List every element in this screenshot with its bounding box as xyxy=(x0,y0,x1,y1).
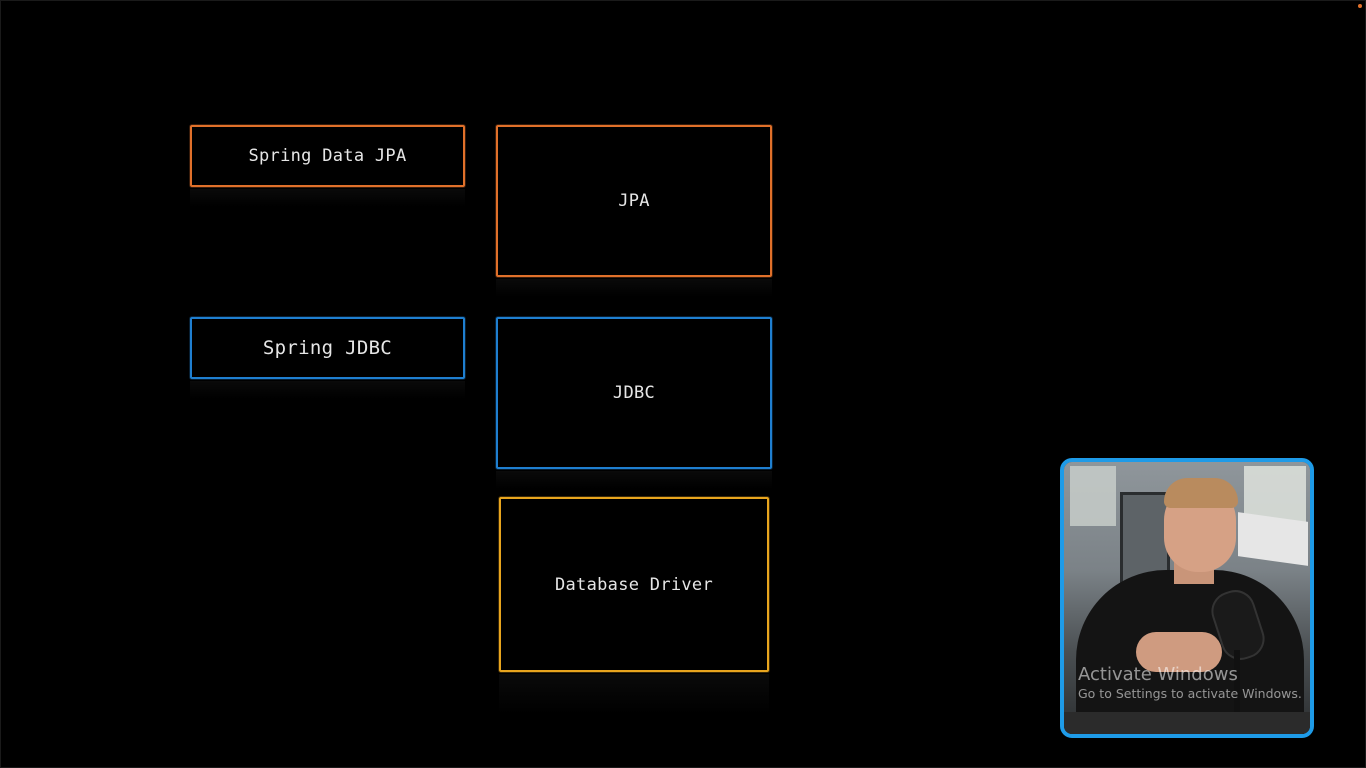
box-reflection xyxy=(190,189,465,207)
webcam-window xyxy=(1070,466,1116,526)
webcam-desk xyxy=(1064,712,1310,734)
watermark-subtitle: Go to Settings to activate Windows. xyxy=(1078,686,1302,701)
webcam-overlay: Activate Windows Go to Settings to activ… xyxy=(1060,458,1314,738)
box-label-jpa: JPA xyxy=(618,191,650,211)
box-label-spring-data-jpa: Spring Data JPA xyxy=(248,146,407,166)
box-spring-data-jpa: Spring Data JPA xyxy=(190,125,465,187)
box-label-database-driver: Database Driver xyxy=(554,574,714,595)
microphone-stand xyxy=(1234,650,1240,734)
box-reflection xyxy=(190,381,465,399)
box-spring-jdbc: Spring JDBC xyxy=(190,317,465,379)
box-jpa: JPA xyxy=(496,125,772,277)
box-database-driver: Database Driver xyxy=(499,497,769,672)
box-label-spring-jdbc: Spring JDBC xyxy=(262,337,393,359)
presenter-hair xyxy=(1164,478,1238,508)
box-jdbc: JDBC xyxy=(496,317,772,469)
presenter-hand xyxy=(1136,632,1222,672)
box-reflection xyxy=(499,674,769,714)
box-label-jdbc: JDBC xyxy=(612,383,656,403)
box-reflection xyxy=(496,471,772,489)
box-reflection xyxy=(496,279,772,297)
watermark-title: Activate Windows xyxy=(1078,664,1238,685)
activate-windows-watermark: Activate Windows Go to Settings to activ… xyxy=(1078,664,1302,702)
recording-indicator-icon xyxy=(1358,4,1362,8)
